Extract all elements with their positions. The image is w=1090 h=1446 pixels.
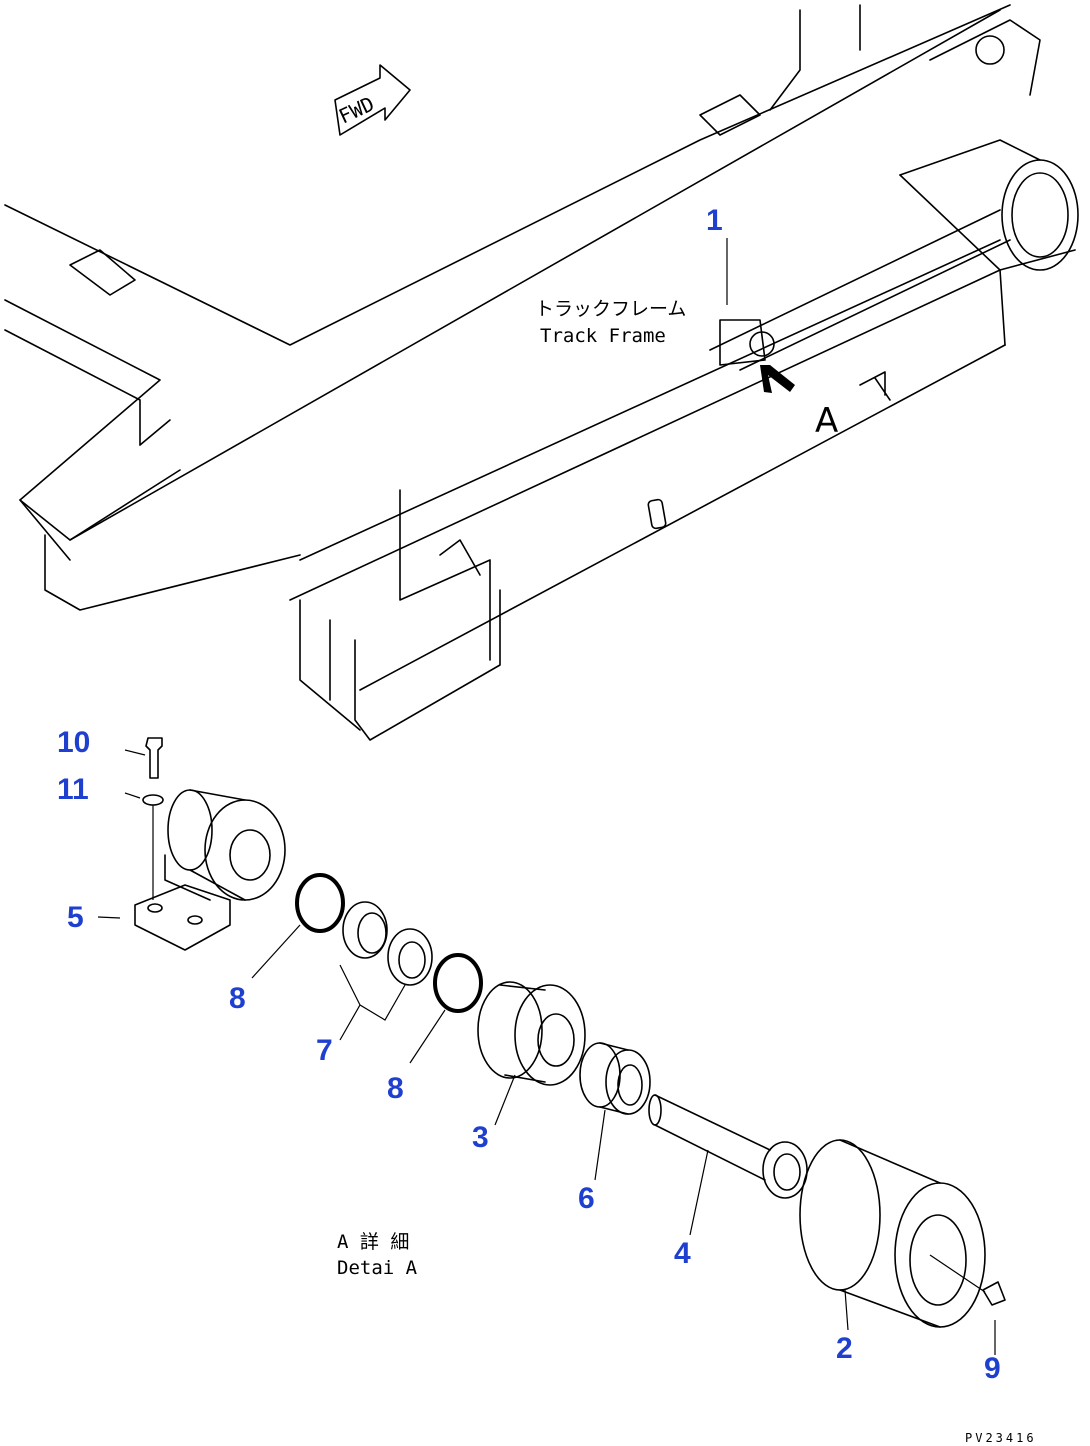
callout-3: 3 [472,1121,489,1154]
view-letter: A [815,401,838,441]
callout-1: 1 [706,204,723,237]
detail-label-en: Detai A [337,1257,418,1279]
figure-id: PV23416 [965,1431,1037,1445]
callout-9: 9 [984,1352,1001,1385]
callout-2: 2 [836,1332,853,1365]
parts-drawing [134,737,1006,1328]
track-frame-label-en: Track Frame [540,325,666,347]
callout-5: 5 [67,901,84,934]
callout-6: 6 [578,1182,595,1215]
detail-label-jp: A 詳 細 [337,1231,409,1253]
callout-7: 7 [316,1034,333,1067]
callout-11: 11 [57,773,89,806]
leader-lines [97,238,996,1355]
callout-10: 10 [57,726,90,759]
callout-4: 4 [674,1237,691,1270]
track-frame-drawing [4,4,1079,741]
callout-8b: 8 [387,1072,404,1105]
track-frame-label-jp: トラックフレーム [535,298,686,320]
callout-8a: 8 [229,982,246,1015]
